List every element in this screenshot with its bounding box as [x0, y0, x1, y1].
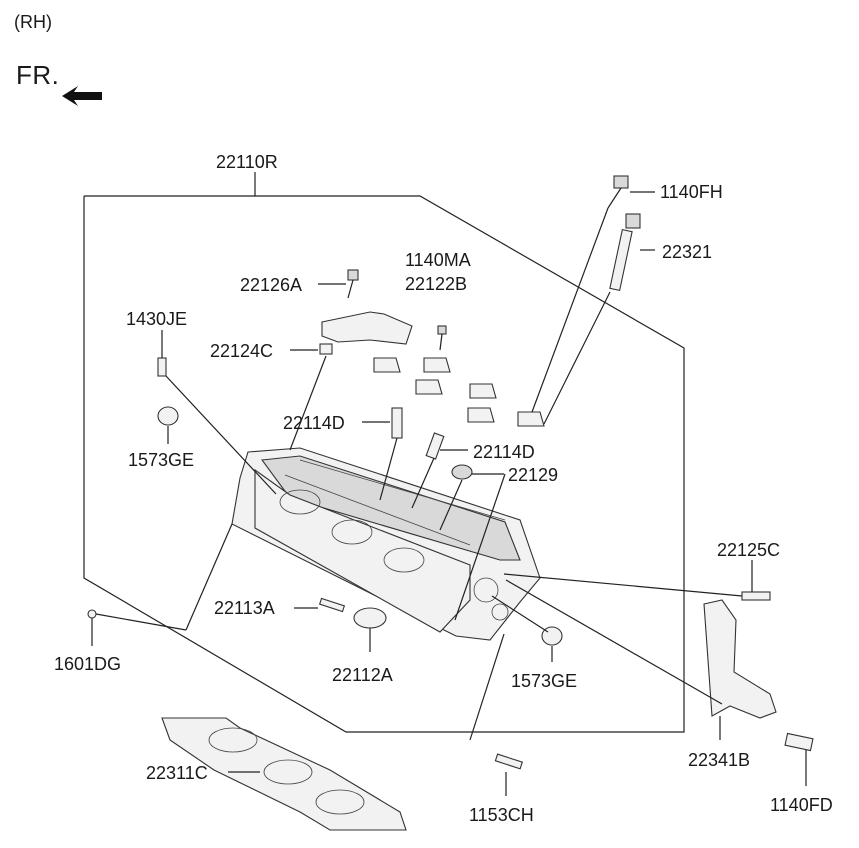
group-outline — [83, 195, 685, 733]
long-head-bolt — [609, 213, 641, 292]
plug-left — [157, 406, 179, 426]
label-1601dg: 1601DG — [54, 654, 121, 674]
label-1573ge-right: 1573GE — [511, 671, 577, 691]
label-22311c: 22311C — [146, 763, 208, 783]
label-22125c: 22125C — [717, 540, 780, 560]
label-22129: 22129 — [508, 465, 558, 485]
label-1573ge-left: 1573GE — [128, 450, 194, 470]
stud-1153ch — [494, 753, 523, 770]
pin-1601dg — [87, 609, 97, 619]
bolt-1140ma — [437, 325, 447, 351]
bolt-22126a — [347, 269, 359, 299]
top-bolt — [607, 175, 629, 209]
bracket-22341b — [703, 599, 777, 719]
label-1140fh: 1140FH — [660, 182, 723, 202]
guide-right — [425, 432, 445, 460]
ring-22112a — [353, 607, 387, 629]
bolt-1140fd — [784, 732, 814, 752]
label-22110r: 22110R — [216, 152, 278, 172]
label-22113a: 22113A — [214, 598, 275, 618]
front-arrow-icon — [62, 86, 102, 106]
stud-22125c — [741, 591, 771, 601]
label-22114d-left: 22114D — [283, 413, 345, 433]
label-1153ch: 1153CH — [469, 805, 534, 825]
key-22113a — [318, 597, 346, 613]
label-22126a: 22126A — [240, 275, 302, 295]
side-label: (RH) — [14, 12, 52, 32]
front-label: FR. — [16, 60, 60, 90]
cam-caps — [319, 311, 545, 427]
leader-lines — [91, 191, 807, 796]
label-1140fd: 1140FD — [770, 795, 833, 815]
head-gasket — [161, 717, 407, 831]
label-22122b: 22122B — [405, 274, 467, 294]
cylinder-head — [231, 447, 541, 641]
label-22124c: 22124C — [210, 341, 273, 361]
label-1430je: 1430JE — [126, 309, 187, 329]
stud-1430je — [157, 357, 167, 377]
label-22341b: 22341B — [688, 750, 750, 770]
label-22114d-right: 22114D — [473, 442, 535, 462]
seal-22129 — [451, 464, 473, 480]
guide-left — [391, 407, 403, 439]
label-22112a: 22112A — [332, 665, 393, 685]
label-22321: 22321 — [662, 242, 712, 262]
label-1140ma: 1140MA — [405, 250, 471, 270]
